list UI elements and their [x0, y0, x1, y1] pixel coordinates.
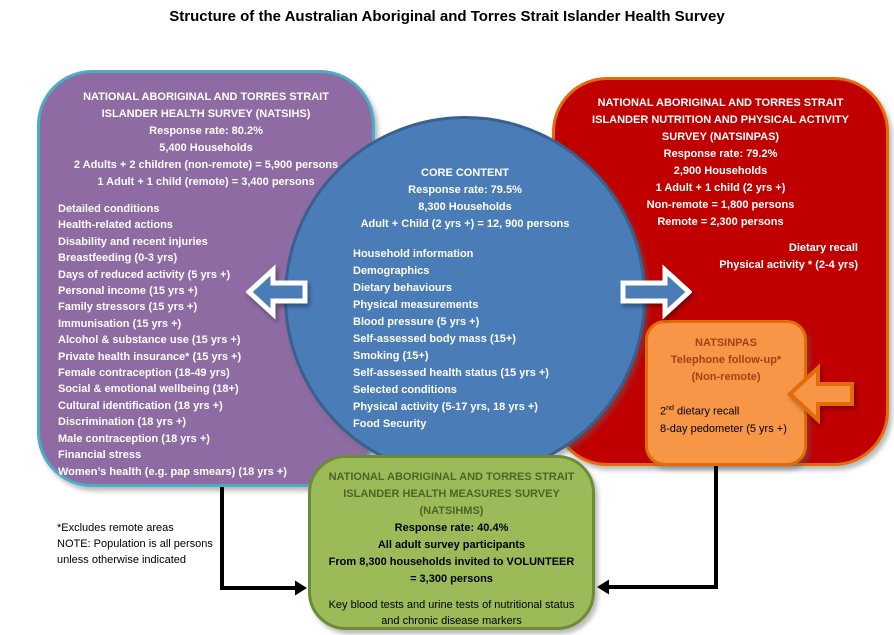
followup-box: NATSINPAS Telephone follow-up* (Non-remo…: [645, 320, 807, 466]
natsinpas-persons-remote: Remote = 2,300 persons: [657, 216, 784, 228]
list-item: Food Security: [353, 418, 427, 430]
natsihms-stats: Response rate: 40.4% All adult survey pa…: [311, 520, 592, 588]
footnote-line: *Excludes remote areas: [57, 522, 174, 534]
natsinpas-response-rate: Response rate: 79.2%: [663, 148, 778, 160]
natsihms-header-line: NATIONAL ABORIGINAL AND TORRES STRAIT: [328, 471, 575, 483]
list-item: 8-day pedometer (5 yrs +): [660, 422, 787, 435]
recall-number: 2: [660, 405, 667, 418]
list-item: Physical measurements: [353, 299, 479, 311]
followup-content-list: 2nd dietary recall 8-day pedometer (5 yr…: [648, 400, 804, 438]
list-item: Detailed conditions: [58, 203, 160, 215]
natsihs-header-line: ISLANDER HEALTH SURVEY (NATSIHS): [101, 108, 311, 120]
list-item: Discrimination (18 yrs +): [58, 416, 187, 429]
right-block-arrow-icon: [620, 264, 692, 320]
list-item: Alcohol & substance use (15 yrs +): [58, 334, 241, 347]
core-title: CORE CONTENT: [421, 167, 509, 179]
core-content-circle: CORE CONTENT Response rate: 79.5% 8,300 …: [284, 116, 646, 478]
list-item: Demographics: [353, 265, 430, 277]
followup-header-line: (Non-remote): [691, 371, 761, 383]
list-item: Days of reduced activity (5 yrs +): [58, 268, 231, 281]
natsinpas-households: 2,900 Households: [673, 165, 768, 177]
footnote-line: unless otherwise indicated: [57, 554, 187, 566]
list-item: Selected conditions: [353, 384, 457, 396]
right-arrowhead-icon: [295, 580, 307, 596]
list-item: Health-related actions: [58, 219, 173, 232]
natsinpas-header-line: NATIONAL ABORIGINAL AND TORRES STRAIT: [597, 97, 844, 109]
natsihms-header: NATIONAL ABORIGINAL AND TORRES STRAIT IS…: [311, 469, 592, 520]
natsihs-response-rate: Response rate: 80.2%: [149, 125, 263, 137]
natsihms-description: Key blood tests and urine tests of nutri…: [328, 599, 575, 627]
natsihs-persons-nonremote: 2 Adults + 2 children (non-remote) = 5,9…: [73, 159, 339, 171]
list-item: Blood pressure (5 yrs +): [353, 316, 480, 328]
list-item: Dietary recall: [788, 242, 858, 254]
natsinpas-sample-line: 1 Adult + 1 child (2 yrs +): [655, 182, 786, 194]
natsihs-topic-list: Detailed conditions Health-related actio…: [40, 201, 372, 480]
list-item: Physical activity * (2-4 yrs): [719, 259, 858, 271]
list-item: Private health insurance* (15 yrs +): [58, 350, 242, 363]
left-block-arrow-icon: [246, 264, 308, 320]
core-households: 8,300 Households: [418, 201, 512, 213]
list-item: Self-assessed health status (15 yrs +): [353, 367, 549, 379]
natsihs-households: 5,400 Households: [159, 142, 253, 154]
list-item: Breastfeeding (0-3 yrs): [58, 252, 178, 265]
natsihms-volunteer-line: From 8,300 households invited to VOLUNTE…: [328, 556, 575, 568]
recall-ordinal-suffix: nd: [666, 405, 674, 412]
list-item: Cultural identification (18 yrs +): [58, 399, 223, 412]
list-item: Family stressors (15 yrs +): [58, 301, 198, 314]
natsihms-participants: All adult survey participants: [377, 539, 526, 551]
natsihms-box: NATIONAL ABORIGINAL AND TORRES STRAIT IS…: [308, 455, 595, 630]
list-item: Self-assessed body mass (15+): [353, 333, 516, 345]
core-topic-list: Household information Demographics Dieta…: [287, 246, 643, 433]
natsihs-header-line: NATIONAL ABORIGINAL AND TORRES STRAIT: [83, 91, 329, 103]
natsihs-persons-remote: 1 Adult + 1 child (remote) = 3,400 perso…: [97, 176, 315, 188]
followup-header-line: NATSINPAS: [695, 337, 757, 349]
list-item: Physical activity (5-17 yrs, 18 yrs +): [353, 401, 538, 413]
core-persons: Adult + Child (2 yrs +) = 12, 900 person…: [360, 218, 570, 230]
natsihs-header: NATIONAL ABORIGINAL AND TORRES STRAIT IS…: [40, 89, 372, 191]
natsihms-header-line: (NATSIHMS): [419, 505, 484, 517]
list-item: Financial stress: [58, 449, 142, 462]
list-item: Female contraception (18-49 yrs): [58, 367, 230, 380]
list-item: Smoking (15+): [353, 350, 429, 362]
natsinpas-header: NATIONAL ABORIGINAL AND TORRES STRAIT IS…: [555, 95, 886, 231]
list-item: Disability and recent injuries: [58, 235, 208, 248]
list-item: Male contraception (18 yrs +): [58, 432, 210, 445]
followup-header: NATSINPAS Telephone follow-up* (Non-remo…: [648, 335, 804, 386]
natsinpas-header-line: SURVEY (NATSINPAS): [661, 131, 780, 143]
list-item: Social & emotional wellbeing (18+): [58, 383, 239, 396]
core-response-rate: Response rate: 79.5%: [408, 184, 522, 196]
list-item: Immunisation (15 yrs +): [58, 317, 182, 330]
natsihms-persons: = 3,300 persons: [410, 573, 493, 585]
natsinpas-content-list: Dietary recall Physical activity * (2-4 …: [555, 240, 886, 274]
page-title: Structure of the Australian Aboriginal a…: [169, 8, 725, 25]
list-item: Women’s health (e.g. pap smears) (18 yrs…: [58, 465, 287, 478]
core-header: CORE CONTENT Response rate: 79.5% 8,300 …: [287, 165, 643, 233]
natsihms-header-line: ISLANDER HEALTH MEASURES SURVEY: [343, 488, 560, 500]
left-arrowhead-icon: [597, 579, 609, 595]
list-item: Personal income (15 yrs +): [58, 285, 198, 298]
followup-to-natsihms-connector: [609, 466, 718, 589]
footnote-line: NOTE: Population is all persons: [57, 538, 213, 550]
natsinpas-persons-nonremote: Non-remote = 1,800 persons: [646, 199, 795, 211]
list-item: Dietary behaviours: [353, 282, 453, 294]
footnote: *Excludes remote areas NOTE: Population …: [57, 520, 267, 568]
followup-block-arrow-icon: [787, 363, 854, 425]
natsihms-response-rate: Response rate: 40.4%: [394, 522, 509, 534]
followup-header-line: Telephone follow-up*: [670, 354, 782, 366]
recall-label: dietary recall: [673, 405, 740, 418]
list-item: 2nd dietary recall: [660, 400, 804, 421]
natsinpas-header-line: ISLANDER NUTRITION AND PHYSICAL ACTIVITY: [592, 114, 849, 126]
list-item: Household information: [353, 248, 474, 260]
